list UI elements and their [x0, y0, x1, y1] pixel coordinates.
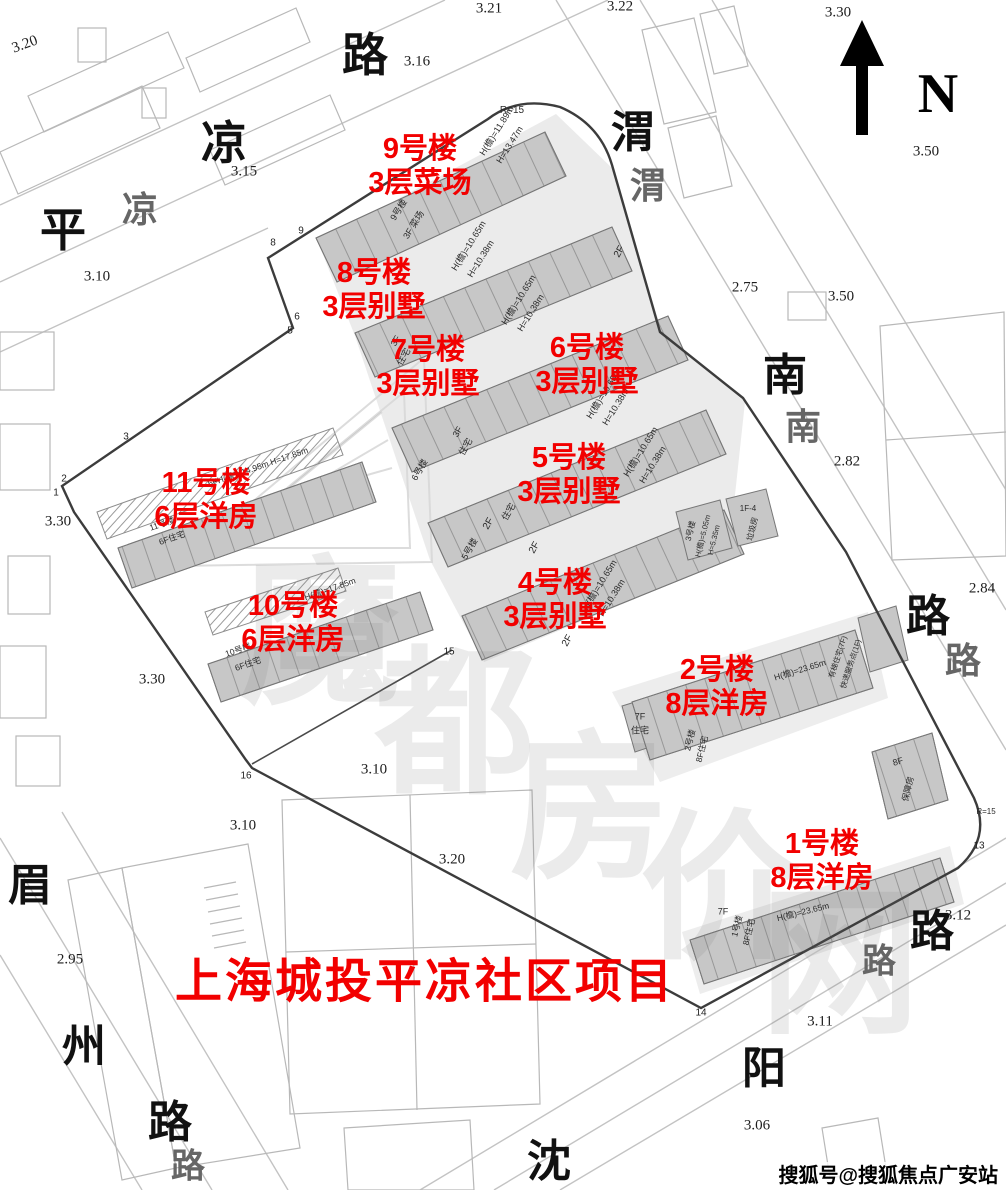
buildings: [117, 131, 955, 985]
project-title: 上海城投平凉社区项目: [175, 954, 675, 1008]
north-arrow-icon: [840, 20, 884, 135]
site-boundary: [60, 102, 982, 1010]
north-label: N: [917, 63, 959, 125]
hatched-strips: [96, 427, 347, 636]
neighbour-parcels: [0, 5, 1006, 1190]
attribution-watermark: 搜狐号@搜狐焦点广安站: [768, 1162, 1006, 1190]
